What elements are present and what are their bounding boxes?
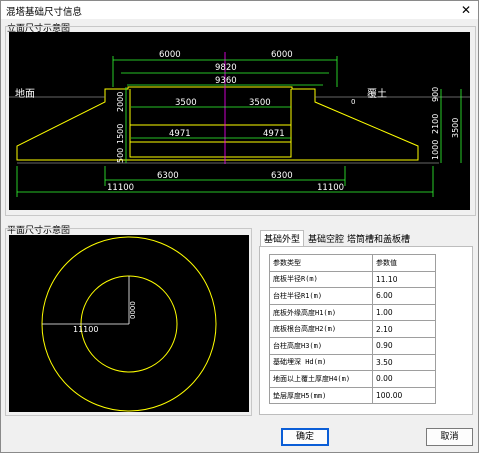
plan-groupbox [5,228,252,416]
dim-top-left: 6000 [159,50,181,60]
elevation-groupbox [5,26,476,216]
tab-foundation-shape[interactable]: 基础外型 [260,230,305,247]
param-value[interactable]: 0.90 [372,336,436,355]
parameter-table: 参数类型 参数值 底板半径R(m)11.10 台柱半径R1(m)6.00 底板外… [269,254,436,405]
plan-drawing: 11100 0000 [41,236,217,412]
dim-base-left: 11100 [107,183,134,193]
param-value[interactable]: 2.10 [372,320,436,338]
title-bar: 混塔基础尺寸信息 ✕ [1,1,478,19]
param-name: 地面以上覆土厚度H4(m) [269,370,373,388]
param-name: 底板外缘高度H1(m) [269,303,373,322]
table-row[interactable]: 基础埋深 Hd(m)3.50 [269,353,436,372]
dim-bottom-left: 6300 [157,171,179,181]
dim-left-v3: 500 [116,148,125,163]
dim-small-zero: 0 [351,98,355,106]
plan-section-label: 平面尺寸示意图 [7,226,71,236]
dim-right-v1: 900 [431,87,440,102]
param-name: 底板半径R(m) [269,270,373,289]
close-icon[interactable]: ✕ [460,3,472,17]
table-row[interactable]: 地面以上覆土厚度H4(m)0.00 [269,370,436,388]
dim-mid-right: 3500 [249,98,271,108]
header-param-value: 参数值 [372,254,436,272]
elevation-drawing: 6000 6000 9820 9360 3500 3500 4971 4971 … [9,50,470,197]
table-row[interactable]: 底板根台高度H2(m)2.10 [269,320,436,338]
param-value[interactable]: 6.00 [372,287,436,305]
param-value[interactable]: 1.00 [372,303,436,322]
radius-label: 11100 [73,325,98,334]
inner-radius-label: 0000 [129,301,137,319]
elevation-canvas: 6000 6000 9820 9360 3500 3500 4971 4971 … [9,32,470,210]
param-name: 垫层厚度H5(mm) [269,386,373,405]
ground-label: 地面 [15,87,35,100]
elevation-section-label: 立面尺寸示意图 [7,24,71,34]
window-title: 混塔基础尺寸信息 [6,7,83,18]
dim-inner-top: 9360 [215,76,237,86]
dim-right-v3: 1000 [431,140,440,160]
dim-mid-left: 3500 [175,98,197,108]
param-value[interactable]: 0.00 [372,370,436,388]
dim-total-top: 9820 [215,63,237,73]
dim-right-total: 3500 [451,118,460,138]
param-value[interactable]: 100.00 [372,386,436,405]
param-name: 台柱半径R1(m) [269,287,373,305]
dim-low-right: 4971 [263,129,285,139]
dim-top-right: 6000 [271,50,293,60]
table-header-row: 参数类型 参数值 [269,254,436,272]
table-row[interactable]: 台柱高度H3(m)0.90 [269,336,436,355]
dim-low-left: 4971 [169,129,191,139]
table-row[interactable]: 底板半径R(m)11.10 [269,270,436,289]
table-row[interactable]: 垫层厚度H5(mm)100.00 [269,386,436,405]
dim-right-v2: 2100 [431,114,440,134]
ok-button[interactable]: 确定 [281,428,329,446]
param-value[interactable]: 3.50 [372,353,436,372]
param-name: 底板根台高度H2(m) [269,320,373,338]
cover-label: 覆土 [367,87,387,100]
dim-bottom-right: 6300 [271,171,293,181]
param-name: 基础埋深 Hd(m) [269,353,373,372]
dim-left-v2: 1500 [116,124,125,144]
table-row[interactable]: 台柱半径R1(m)6.00 [269,287,436,305]
cancel-button[interactable]: 取消 [426,428,473,446]
dim-base-right: 11100 [317,183,344,193]
tab-foundation-cavity[interactable]: 基础空腔 [308,235,345,245]
table-row[interactable]: 底板外缘高度H1(m)1.00 [269,303,436,322]
param-value[interactable]: 11.10 [372,270,436,289]
plan-canvas: 11100 0000 [9,235,249,412]
header-param-type: 参数类型 [269,254,373,272]
tab-tower-groove[interactable]: 塔筒槽和盖板槽 [347,235,411,245]
dim-left-v1: 2000 [116,92,125,112]
parameter-panel: 参数类型 参数值 底板半径R(m)11.10 台柱半径R1(m)6.00 底板外… [259,246,473,415]
param-name: 台柱高度H3(m) [269,336,373,355]
